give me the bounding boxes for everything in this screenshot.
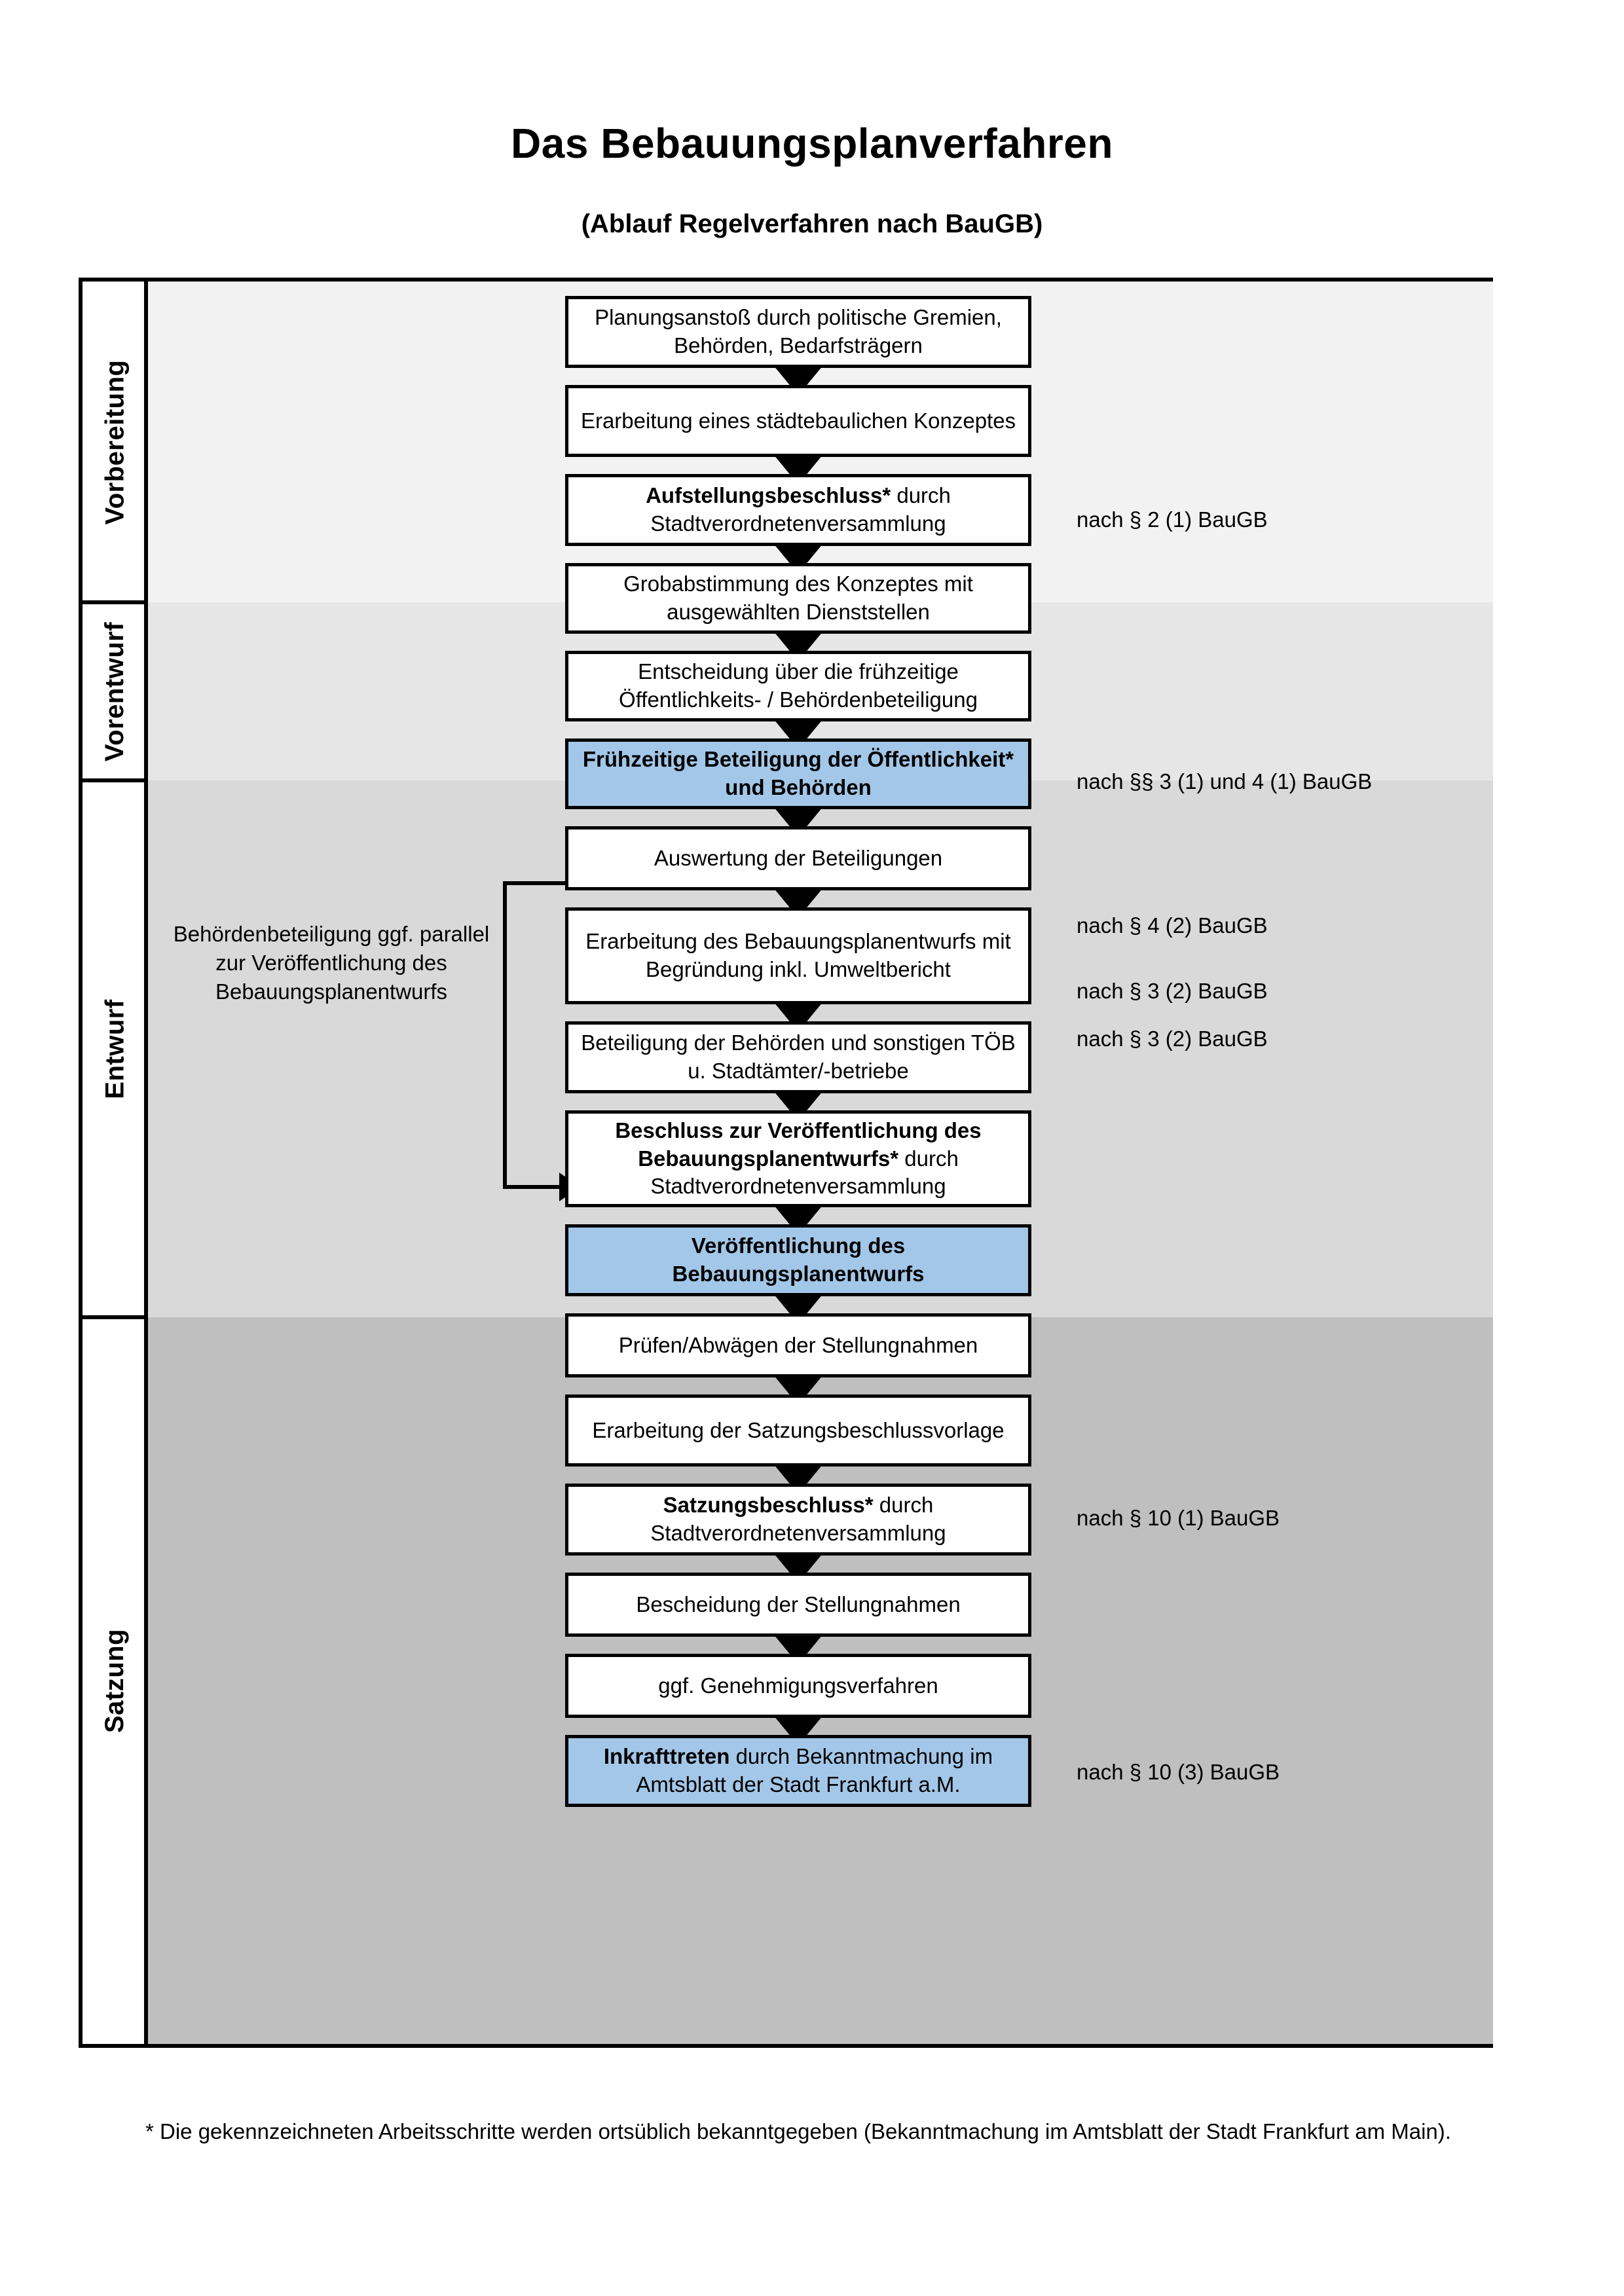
phase-divider	[83, 778, 148, 782]
annotation-a3: nach § 4 (2) BauGB	[1077, 913, 1268, 938]
annotation-text: nach § 3 (2) BauGB	[1077, 979, 1268, 1003]
feedback-vertical-segment	[503, 881, 507, 1189]
feedback-top-segment	[503, 881, 580, 885]
phase-label-column: Vorbereitung Vorentwurf Entwurf Satzung	[83, 282, 148, 2044]
flow-box-s10: Beschluss zur Veröffentlichung des Bebau…	[565, 1110, 1031, 1207]
phase-divider	[83, 600, 148, 604]
phase-label-satzung: Satzung	[83, 1317, 148, 2044]
annotation-text: nach § 2 (1) BauGB	[1077, 507, 1268, 532]
annotation-text: nach § 10 (3) BauGB	[1077, 1760, 1280, 1784]
diagram-frame: Vorbereitung Vorentwurf Entwurf Satzung …	[79, 278, 1493, 2048]
flow-box-text: Erarbeitung der Satzungsbeschlussvorlage	[592, 1417, 1005, 1442]
flow-box-text: durch Stadtverordnetenversammlung	[650, 483, 951, 536]
flow-box-s14: Satzungsbeschluss* durch Stadtverordnete…	[565, 1484, 1031, 1556]
flow-box-bold-text: Beschluss zur Veröffentlichung des Bebau…	[615, 1118, 982, 1171]
flow-box-bold-text: Aufstellungsbeschluss*	[646, 483, 891, 508]
flow-box-text: ggf. Genehmigungsverfahren	[658, 1673, 938, 1698]
flow-box-text: Bescheidung der Stellungnahmen	[636, 1592, 961, 1616]
annotation-a2: nach §§ 3 (1) und 4 (1) BauGB	[1077, 769, 1372, 794]
flow-box-s3: Aufstellungsbeschluss* durch Stadtverord…	[565, 474, 1031, 546]
flow-box-s16: ggf. Genehmigungsverfahren	[565, 1654, 1031, 1718]
flow-box-s1: Planungsanstoß durch politische Gremien,…	[565, 296, 1031, 368]
flow-box-text: Erarbeitung eines städtebaulichen Konzep…	[580, 408, 1016, 433]
flow-box-s7: Auswertung der Beteiligungen	[565, 826, 1031, 890]
flow-box-s4: Grobabstimmung des Konzeptes mit ausgewä…	[565, 563, 1031, 634]
phase-label-text: Vorentwurf	[100, 621, 130, 761]
flow-box-text: Planungsanstoß durch politische Gremien,…	[595, 305, 1002, 357]
flow-box-s15: Bescheidung der Stellungnahmen	[565, 1573, 1031, 1637]
annotation-text: nach § 3 (2) BauGB	[1077, 1027, 1268, 1051]
flow-box-text: Erarbeitung des Bebauungsplanentwurfs mi…	[585, 929, 1011, 981]
annotation-text: nach § 10 (1) BauGB	[1077, 1506, 1280, 1530]
flow-box-s13: Erarbeitung der Satzungsbeschlussvorlage	[565, 1394, 1031, 1467]
phase-label-text: Satzung	[100, 1628, 130, 1733]
annotation-text: nach § 4 (2) BauGB	[1077, 913, 1268, 938]
flow-box-text: Grobabstimmung des Konzeptes mit ausgewä…	[623, 572, 973, 624]
annotation-a4: nach § 3 (2) BauGB	[1077, 979, 1268, 1004]
flow-box-text: durch Bekanntmachung im Amtsblatt der St…	[636, 1744, 993, 1796]
flow-box-s5: Entscheidung über die frühzeitige Öffent…	[565, 651, 1031, 721]
flow-box-text: durch Stadtverordnetenversammlung	[650, 1146, 959, 1199]
flow-box-s6: Frühzeitige Beteiligung der Öffentlichke…	[565, 738, 1031, 809]
footnote-text: * Die gekennzeichneten Arbeitsschritte w…	[145, 2119, 1451, 2143]
phase-label-text: Entwurf	[100, 998, 130, 1099]
flow-box-s9: Beteiligung der Behörden und sonstigen T…	[565, 1021, 1031, 1093]
phase-label-vorentwurf: Vorentwurf	[83, 602, 148, 780]
annotation-a1: nach § 2 (1) BauGB	[1077, 507, 1268, 532]
flow-box-bold-text: Satzungsbeschluss*	[663, 1493, 874, 1518]
page-subtitle: (Ablauf Regelverfahren nach BauGB)	[581, 210, 1043, 238]
page-title: Das Bebauungsplanverfahren	[511, 120, 1113, 167]
phase-label-text: Vorbereitung	[100, 359, 130, 524]
flow-box-bold-text: Frühzeitige Beteiligung der Öffentlichke…	[582, 747, 1014, 799]
flow-box-text: Beteiligung der Behörden und sonstigen T…	[581, 1030, 1016, 1083]
flow-box-bold-text: Veröffentlichung des Bebauungsplanentwur…	[672, 1233, 925, 1286]
flow-box-s2: Erarbeitung eines städtebaulichen Konzep…	[565, 385, 1031, 457]
phase-divider	[83, 1315, 148, 1319]
flow-box-s8: Erarbeitung des Bebauungsplanentwurfs mi…	[565, 907, 1031, 1004]
feedback-bottom-segment	[503, 1185, 563, 1189]
flow-box-s11: Veröffentlichung des Bebauungsplanentwur…	[565, 1224, 1031, 1296]
flow-box-text: Auswertung der Beteiligungen	[654, 845, 943, 870]
flow-box-s17: Inkrafttreten durch Bekanntmachung im Am…	[565, 1735, 1031, 1807]
footnote: * Die gekennzeichneten Arbeitsschritte w…	[145, 2115, 1494, 2149]
side-note-text: Behördenbeteiligung ggf. parallel zur Ve…	[173, 922, 490, 1004]
phase-label-vorbereitung: Vorbereitung	[83, 282, 148, 602]
flow-box-text: durch Stadtverordnetenversammlung	[650, 1493, 946, 1545]
flow-box-s12: Prüfen/Abwägen der Stellungnahmen	[565, 1313, 1031, 1377]
annotation-a7: nach § 10 (3) BauGB	[1077, 1760, 1280, 1785]
flow-box-text: Prüfen/Abwägen der Stellungnahmen	[618, 1332, 978, 1357]
annotation-text: nach §§ 3 (1) und 4 (1) BauGB	[1077, 769, 1373, 793]
side-note-behoerdenbeteiligung: Behördenbeteiligung ggf. parallel zur Ve…	[168, 920, 495, 1006]
annotation-a6: nach § 10 (1) BauGB	[1077, 1506, 1280, 1531]
flow-box-bold-text: Inkrafttreten	[603, 1744, 730, 1769]
phase-label-entwurf: Entwurf	[83, 780, 148, 1317]
annotation-a5: nach § 3 (2) BauGB	[1077, 1027, 1268, 1051]
flow-box-text: Entscheidung über die frühzeitige Öffent…	[619, 659, 978, 712]
